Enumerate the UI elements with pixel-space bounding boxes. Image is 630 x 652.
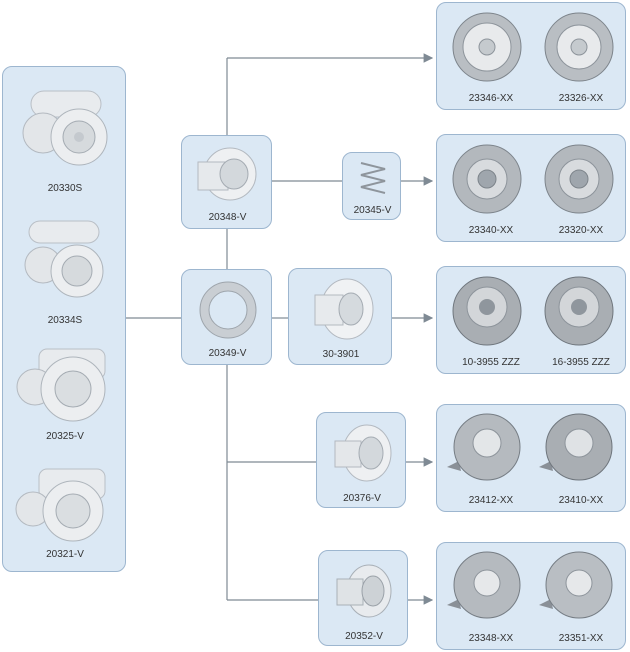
part-label: 20325-V — [46, 431, 84, 442]
jet-body-icon — [15, 468, 106, 542]
part-label: 23348-XX — [468, 633, 514, 644]
part-label: 20352-V — [345, 631, 383, 642]
part-label: 23412-XX — [468, 495, 514, 506]
jet-face-icon — [539, 413, 613, 481]
part-label: 20348-V — [208, 212, 247, 223]
jet-face-group: 23346-XX 23326-XX — [436, 2, 626, 110]
jet-face-group: 23340-XX 23320-XX — [436, 134, 626, 242]
jet-face-icon — [544, 276, 614, 346]
adapter-fitting-icon — [314, 278, 374, 340]
wall-fitting-icon — [197, 147, 257, 201]
part-label: 20349-V — [208, 348, 247, 359]
jet-body-group: 20330S 20334S 20325-V 20321-V — [2, 66, 126, 572]
part-label: 20345-V — [353, 205, 392, 216]
fitting-box: 20348-V — [181, 135, 272, 229]
jet-body-icon — [16, 348, 106, 422]
part-label: 20334S — [47, 315, 83, 326]
jet-face-group: 23412-XX 23410-XX — [436, 404, 626, 512]
part-label: 23340-XX — [468, 225, 514, 236]
part-label: 20330S — [47, 183, 83, 194]
part-label: 23346-XX — [468, 93, 514, 104]
part-label: 23320-XX — [558, 225, 604, 236]
wall-fitting-icon — [336, 564, 392, 618]
part-label: 23326-XX — [558, 93, 604, 104]
jet-face-icon — [544, 144, 614, 214]
fitting-box: 30-3901 — [288, 268, 392, 365]
jet-face-icon — [452, 144, 522, 214]
fitting-box: 20345-V — [342, 152, 401, 220]
gasket-ring-icon — [199, 281, 257, 339]
fitting-box: 20376-V — [316, 412, 406, 508]
part-label: 30-3901 — [322, 349, 360, 360]
jet-body-icon — [22, 90, 108, 166]
jet-body-icon — [24, 220, 104, 298]
part-label: 23351-XX — [558, 633, 604, 644]
jet-face-group: 23348-XX 23351-XX — [436, 542, 626, 650]
jet-face-group: 10-3955 ZZZ 16-3955 ZZZ — [436, 266, 626, 374]
fitting-box: 20352-V — [318, 550, 408, 646]
part-label: 23410-XX — [558, 495, 604, 506]
jet-face-icon — [447, 551, 521, 619]
jet-face-icon — [452, 12, 522, 82]
jet-face-icon — [447, 413, 521, 481]
wall-fitting-icon — [334, 424, 392, 482]
spring-icon — [360, 162, 386, 194]
part-label: 20321-V — [46, 549, 84, 560]
jet-face-icon — [539, 551, 613, 619]
jet-face-icon — [452, 276, 522, 346]
part-label: 10-3955 ZZZ — [462, 357, 520, 368]
part-label: 20376-V — [343, 493, 381, 504]
fitting-box: 20349-V — [181, 269, 272, 365]
jet-face-icon — [544, 12, 614, 82]
part-label: 16-3955 ZZZ — [552, 357, 610, 368]
